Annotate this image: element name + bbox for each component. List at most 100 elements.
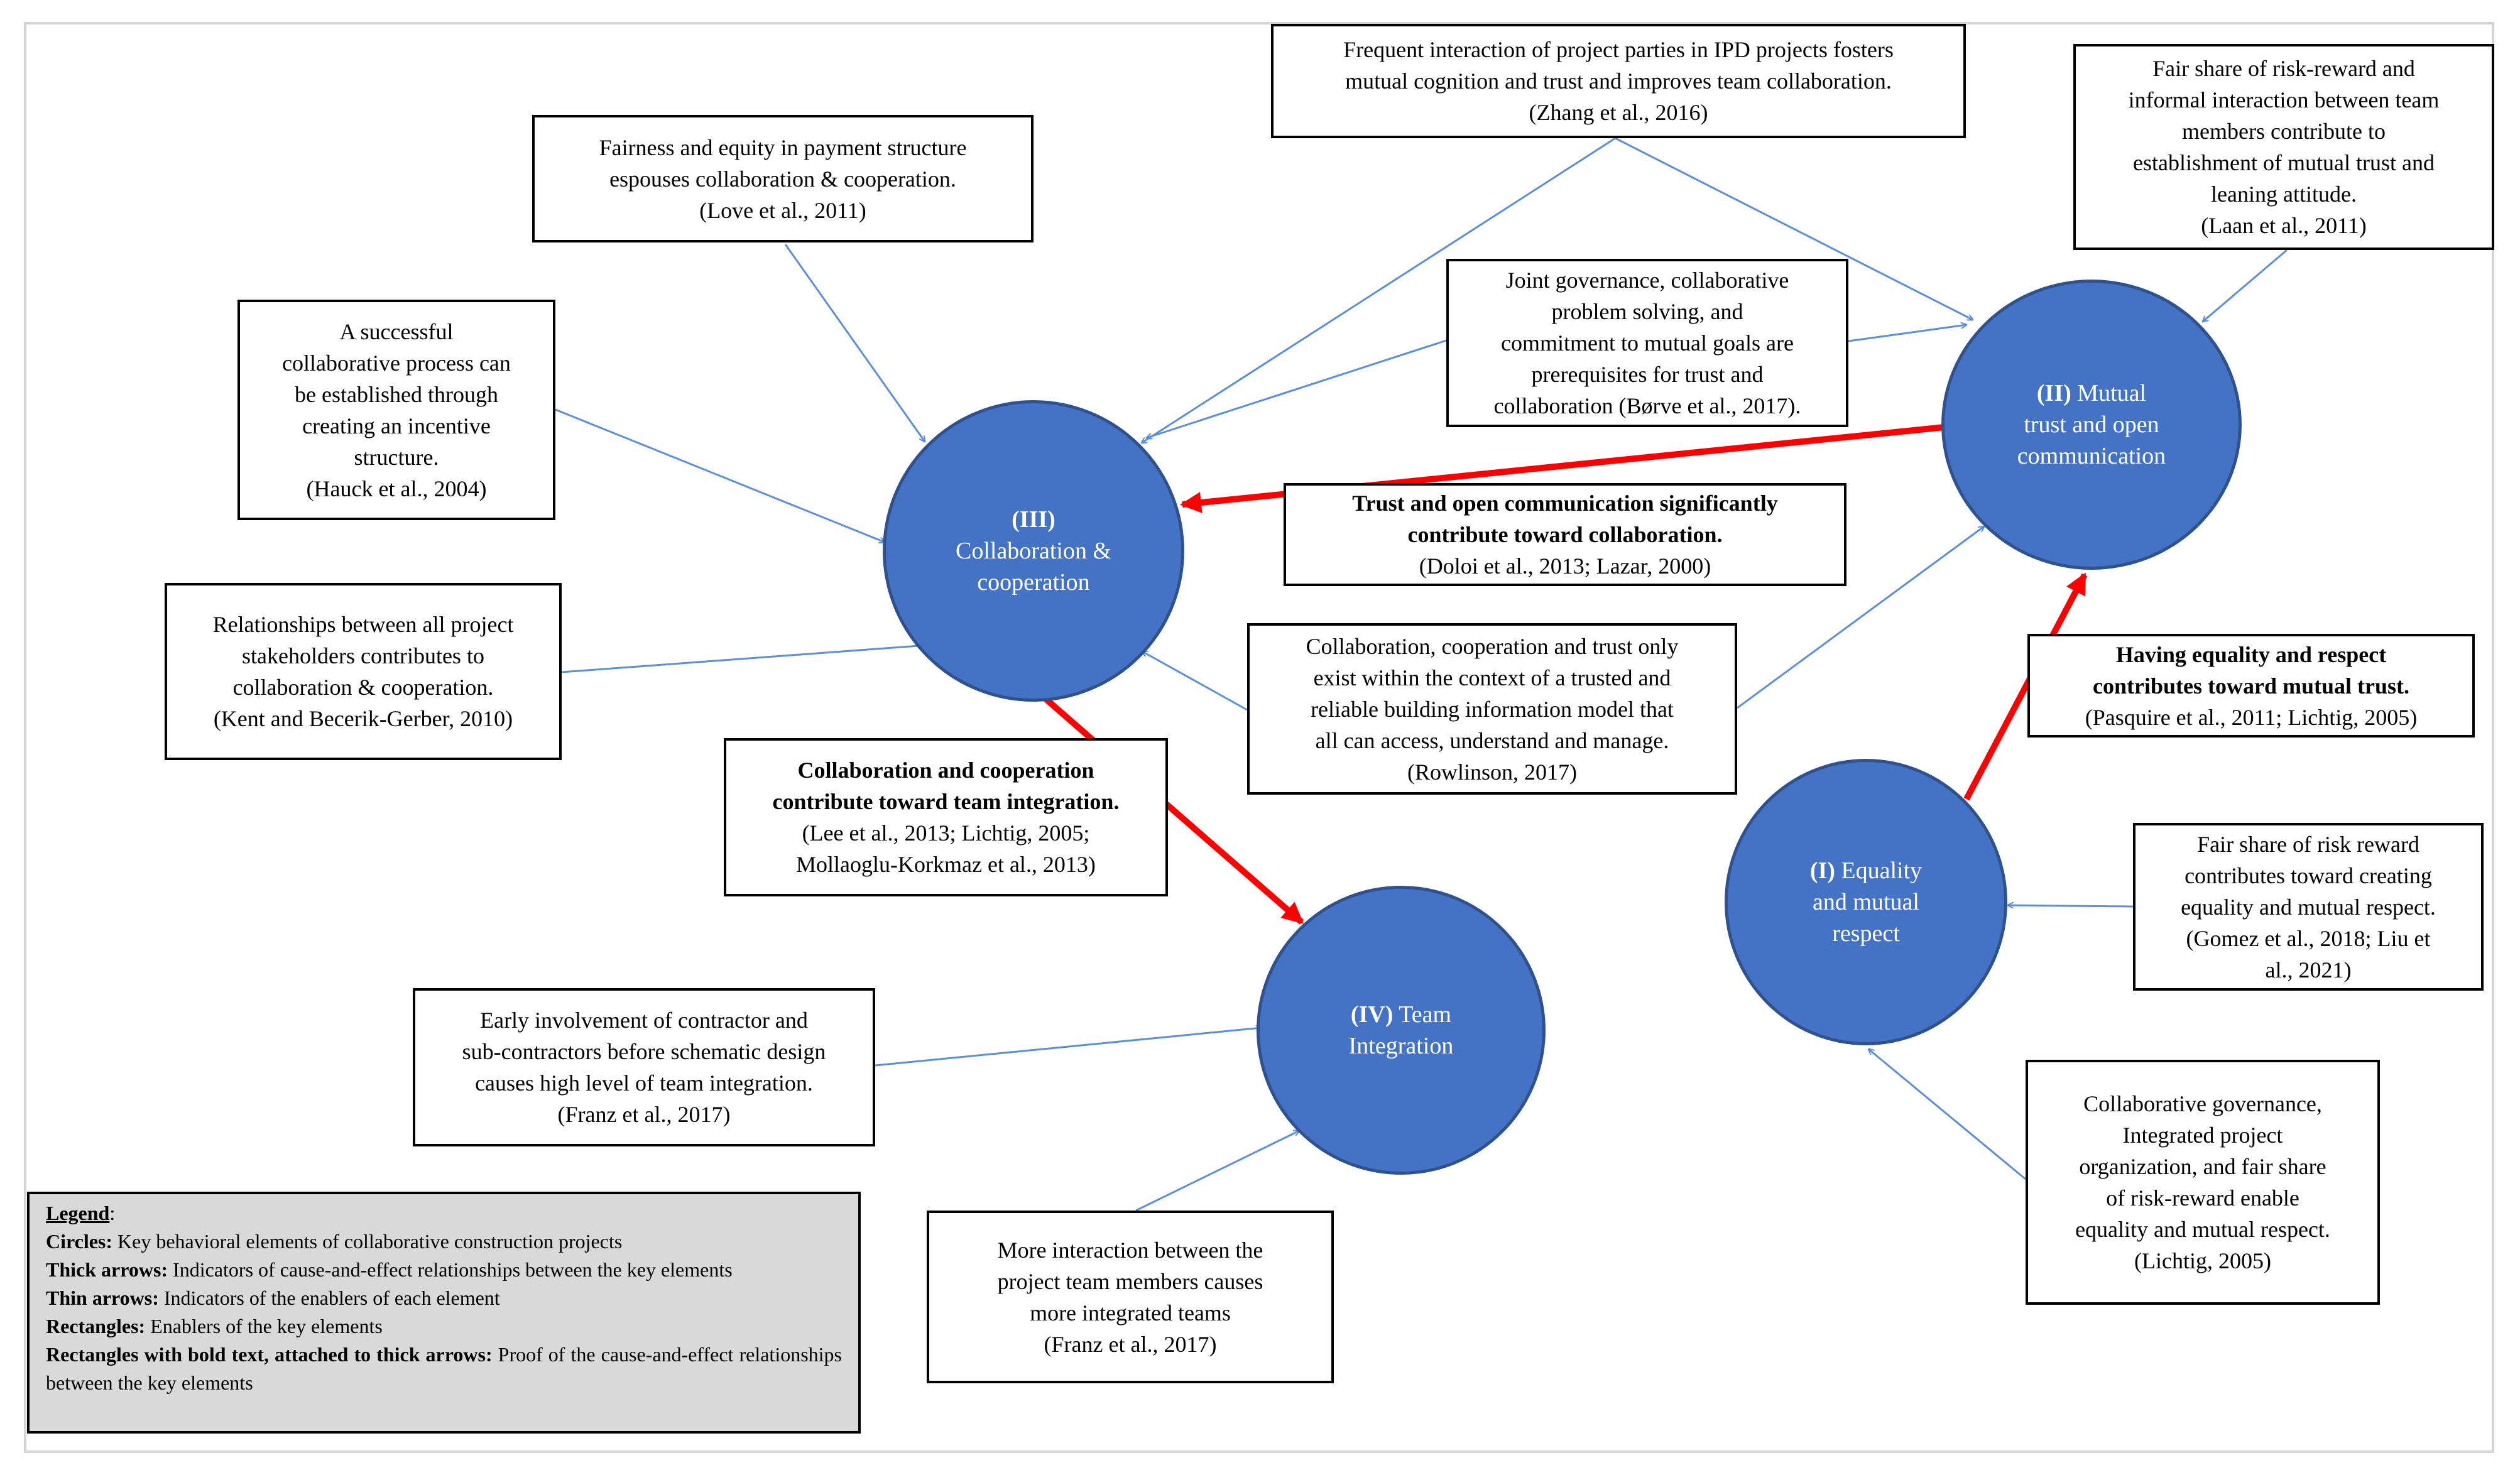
legend-label: Thin arrows: (46, 1287, 159, 1309)
box-borve-line: prerequisites for trust and (1531, 362, 1764, 387)
box-love-line: Fairness and equity in payment structure (599, 134, 967, 160)
arrow-gomez-to-equality (2008, 905, 2134, 906)
box-borve: Joint governance, collaborative problem … (1446, 259, 1848, 427)
box-borve-line: collaboration (Børve et al., 2017). (1493, 393, 1801, 418)
box-laan-line: members contribute to (2182, 119, 2386, 144)
box-zhang: Frequent interaction of project parties … (1271, 24, 1966, 138)
box-lee-citation: Mollaoglu-Korkmaz et al., 2013) (796, 852, 1096, 877)
box-doloi-line: contribute toward collaboration. (1407, 522, 1723, 547)
node-collaboration-line2: cooperation (977, 569, 1090, 596)
legend-title: Legend (46, 1202, 110, 1224)
box-laan-line: establishment of mutual trust and (2133, 150, 2435, 175)
thick-arrow-equality-to-trust (1963, 572, 2088, 801)
legend-text: Indicators of the enablers of each eleme… (158, 1287, 500, 1309)
arrow-franz1-to-integration (875, 1028, 1262, 1067)
box-borve-line: Joint governance, collaborative (1505, 268, 1789, 293)
node-integration-line2: Integration (1348, 1033, 1454, 1059)
box-love: Fairness and equity in payment structure… (532, 115, 1034, 242)
node-collaboration-cooperation: (III) Collaboration & cooperation (883, 400, 1184, 702)
legend-title-colon: : (109, 1202, 116, 1224)
legend-text: Proof of the cause-and-effect relationsh… (46, 1343, 843, 1394)
arrow-lichtig-to-equality (1868, 1049, 2026, 1180)
legend-title-row: Legend: (46, 1199, 842, 1227)
arrow-franz2-to-integration (1135, 1131, 1299, 1212)
legend-row-bold-rectangles: Rectangles with bold text, attached to t… (46, 1341, 842, 1397)
arrow-love-to-collaboration (784, 244, 925, 442)
node-equality-line1: Equality (1841, 857, 1923, 884)
box-franz2-line: More interaction between the (997, 1237, 1263, 1263)
node-trust-line3: communication (2017, 443, 2166, 469)
box-lichtig: Collaborative governance, Integrated pro… (2026, 1060, 2380, 1305)
box-zhang-line: mutual cognition and trust and improves … (1345, 68, 1892, 94)
box-rowlinson-line: Collaboration, cooperation and trust onl… (1306, 633, 1679, 659)
box-rowlinson-citation: (Rowlinson, 2017) (1407, 759, 1577, 785)
box-franz1-citation: (Franz et al., 2017) (557, 1102, 731, 1127)
legend-label: Circles: (46, 1230, 113, 1253)
arrow-laan-to-trust (2203, 249, 2288, 322)
box-franz-early-involvement: Early involvement of contractor and sub-… (413, 988, 875, 1146)
box-lichtig-line: Collaborative governance, (2083, 1091, 2322, 1116)
box-borve-line: commitment to mutual goals are (1501, 330, 1794, 356)
node-equality-line3: respect (1832, 920, 1900, 947)
node-trust-line2: trust and open (2024, 411, 2159, 438)
legend-row-circles: Circles: Key behavioral elements of coll… (46, 1227, 842, 1256)
box-laan-line: Fair share of risk-reward and (2152, 56, 2415, 81)
box-hauck: A successful collaborative process can b… (237, 300, 555, 520)
box-hauck-line: structure. (354, 444, 439, 470)
box-hauck-line: A successful (339, 318, 454, 344)
legend-row-thin-arrows: Thin arrows: Indicators of the enablers … (46, 1284, 842, 1312)
box-gomez-line: equality and mutual respect. (2181, 894, 2436, 920)
box-kent-line: collaboration & cooperation. (232, 675, 494, 700)
box-pasquire-citation: (Pasquire et al., 2011; Lichtig, 2005) (2085, 704, 2418, 730)
box-kent: Relationships between all project stakeh… (165, 583, 562, 760)
box-gomez: Fair share of risk reward contributes to… (2133, 823, 2484, 991)
box-love-line: espouses collaboration & cooperation. (609, 166, 956, 192)
box-franz2-line: more integrated teams (1030, 1300, 1231, 1325)
node-mutual-trust: (II) Mutual trust and open communication (1941, 280, 2242, 570)
box-doloi: Trust and open communication significant… (1284, 483, 1846, 586)
node-equality-number: (I) (1809, 857, 1835, 884)
box-laan-line: leaning attitude. (2211, 182, 2357, 207)
box-franz1-line: Early involvement of contractor and (480, 1008, 808, 1033)
box-doloi-line: Trust and open communication significant… (1352, 491, 1778, 516)
box-hauck-line: creating an incentive (302, 413, 491, 438)
arrow-hauck-to-collaboration (555, 408, 885, 542)
box-lichtig-line: of risk-reward enable (2106, 1185, 2299, 1211)
box-lichtig-line: equality and mutual respect. (2075, 1217, 2330, 1242)
box-pasquire: Having equality and respect contributes … (2027, 634, 2475, 738)
box-franz2-citation: (Franz et al., 2017) (1044, 1331, 1217, 1357)
node-collaboration-number: (III) (1012, 506, 1055, 533)
box-lee-line: Collaboration and cooperation (797, 758, 1094, 783)
arrow-borve-to-trust (1848, 325, 1966, 342)
box-laan-citation: (Laan et al., 2011) (2201, 213, 2367, 238)
box-rowlinson-line: all can access, understand and manage. (1315, 727, 1669, 753)
node-trust-number: (II) (2036, 380, 2071, 406)
box-gomez-line: Fair share of risk reward (2197, 831, 2419, 857)
box-lichtig-line: Integrated project (2122, 1123, 2283, 1148)
box-franz2-line: project team members causes (997, 1268, 1263, 1294)
node-integration-line1: Team (1399, 1001, 1452, 1028)
legend-row-rectangles: Rectangles: Enablers of the key elements (46, 1312, 842, 1341)
arrow-borve-to-collaboration (1147, 339, 1447, 438)
arrow-rowlinson-to-trust (1737, 526, 1984, 709)
box-franz1-line: causes high level of team integration. (475, 1070, 813, 1096)
box-zhang-citation: (Zhang et al., 2016) (1529, 100, 1708, 125)
box-lee-line: contribute toward team integration. (772, 789, 1120, 814)
box-lichtig-citation: (Lichtig, 2005) (2134, 1248, 2271, 1273)
figure-frame (24, 22, 2494, 1453)
box-rowlinson: Collaboration, cooperation and trust onl… (1247, 623, 1737, 795)
box-laan: Fair share of risk-reward and informal i… (2073, 44, 2494, 250)
box-hauck-line: collaborative process can (282, 350, 511, 376)
node-integration-number: (IV) (1350, 1001, 1394, 1028)
node-collaboration-line1: Collaboration & (955, 538, 1112, 564)
box-lee: Collaboration and cooperation contribute… (724, 738, 1168, 896)
box-hauck-citation: (Hauck et al., 2004) (306, 476, 487, 501)
box-kent-line: stakeholders contributes to (242, 643, 484, 668)
box-gomez-citation: (Gomez et al., 2018; Liu et (2186, 925, 2431, 951)
box-kent-citation: (Kent and Becerik-Gerber, 2010) (213, 706, 513, 731)
box-pasquire-line: Having equality and respect (2115, 641, 2387, 667)
box-gomez-line: contributes toward creating (2185, 863, 2432, 888)
arrow-rowlinson-to-collaboration (1142, 651, 1248, 711)
node-equality-respect: (I) Equality and mutual respect (1725, 759, 2007, 1045)
box-lee-citation: (Lee et al., 2013; Lichtig, 2005; (802, 820, 1090, 846)
